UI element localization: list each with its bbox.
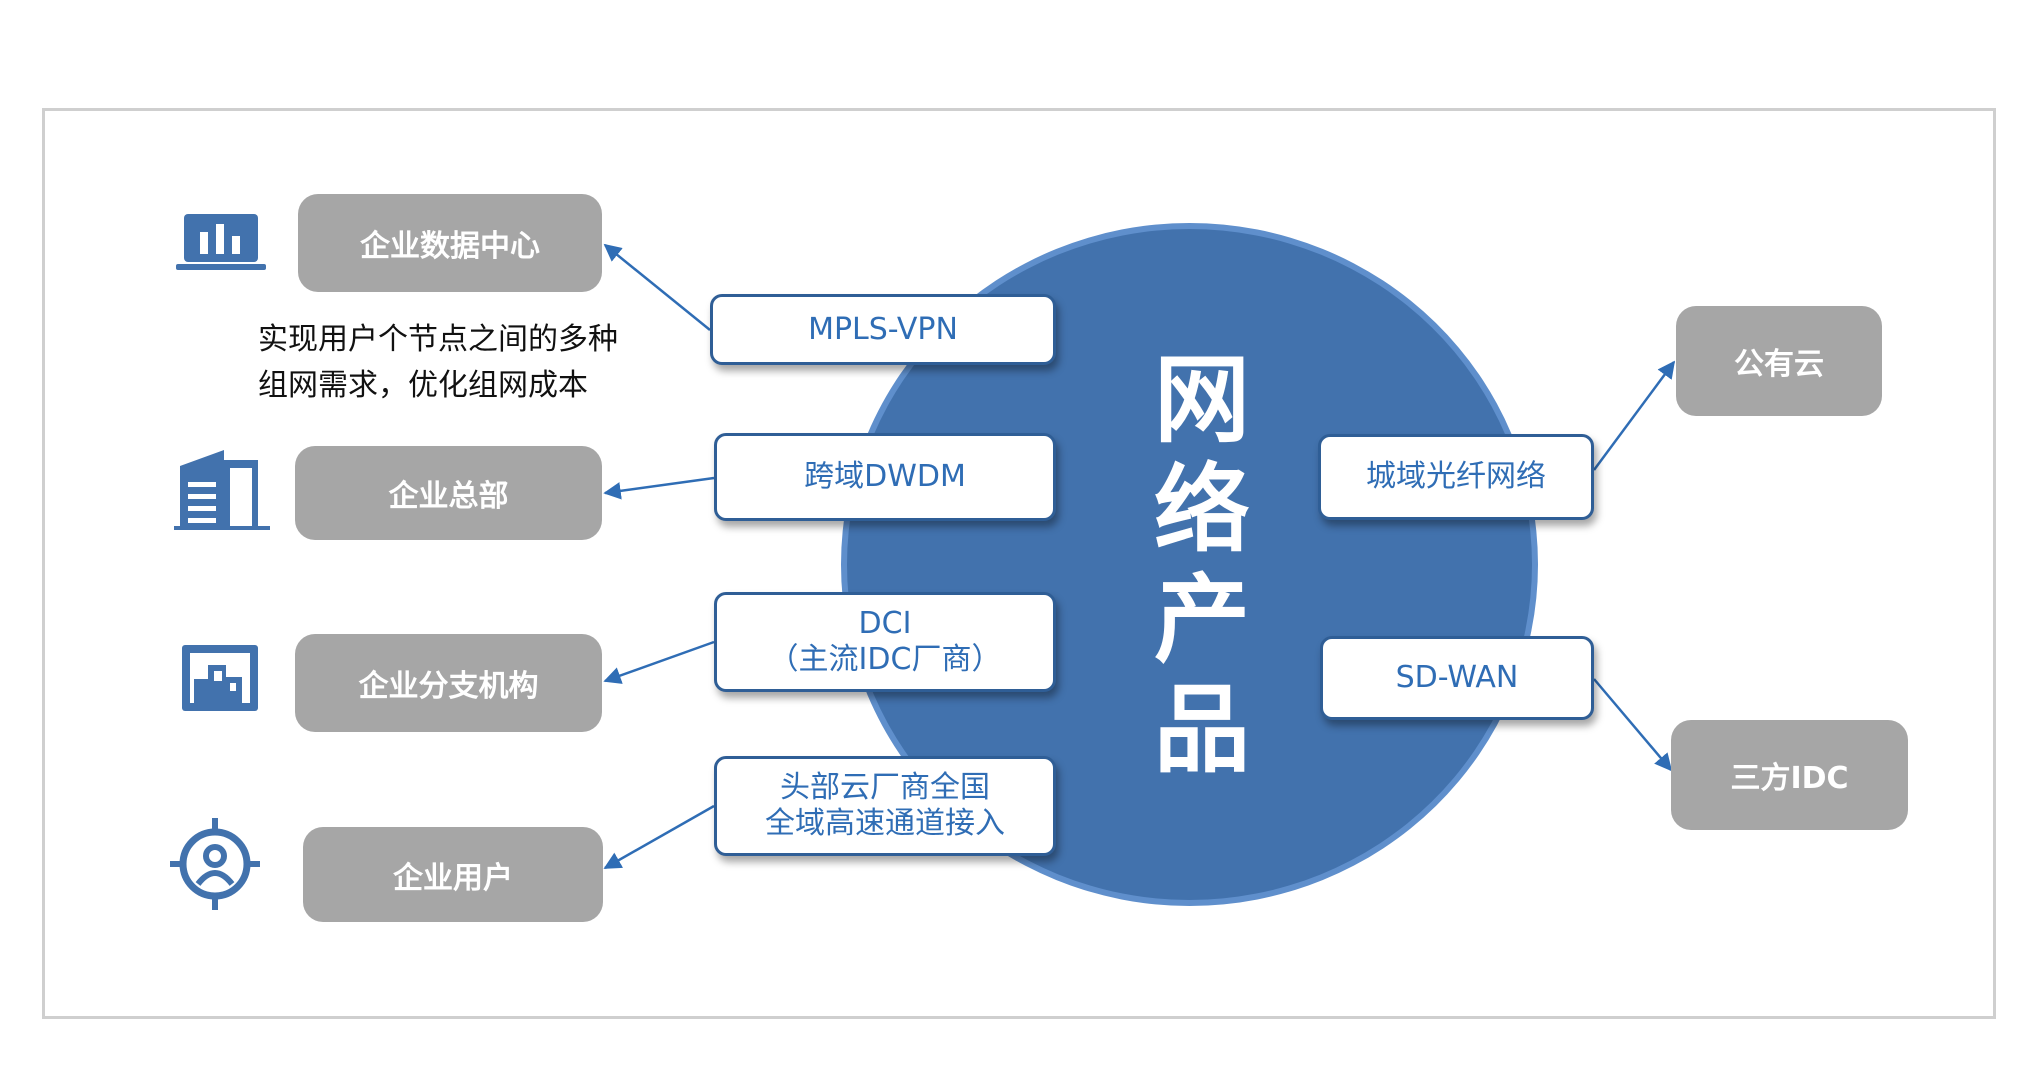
product-cloud-high-speed-access: 头部云厂商全国 全域高速通道接入 (714, 756, 1056, 856)
circle-title-char: 网 (1154, 344, 1250, 456)
user-target-icon (170, 818, 260, 910)
product-mpls-vpn: MPLS-VPN (710, 294, 1056, 365)
target-enterprise-branch: 企业分支机构 (295, 634, 602, 732)
target-enterprise-datacenter: 企业数据中心 (298, 194, 602, 292)
circle-title: 网 络 产 品 (1152, 345, 1252, 785)
target-label: 三方IDC (1730, 761, 1849, 796)
product-metro-fiber-network: 城域光纤网络 (1318, 434, 1594, 520)
product-label: 跨域DWDM (804, 459, 966, 494)
target-enterprise-hq: 企业总部 (295, 446, 602, 540)
product-label: SD-WAN (1395, 660, 1519, 695)
target-third-party-idc: 三方IDC (1671, 720, 1908, 830)
product-label: 城域光纤网络 (1366, 459, 1546, 494)
product-label: 全域高速通道接入 (765, 806, 1005, 841)
office-building-icon (174, 450, 270, 530)
circle-title-char: 产 (1154, 564, 1250, 676)
product-cross-domain-dwdm: 跨域DWDM (714, 433, 1056, 521)
description-line: 组网需求，优化组网成本 (258, 368, 588, 403)
circle-title-char: 品 (1154, 674, 1250, 786)
description-line: 实现用户个节点之间的多种 (258, 322, 618, 357)
target-label: 企业用户 (393, 860, 513, 896)
target-label: 企业总部 (388, 479, 509, 514)
branch-window-icon (182, 645, 258, 711)
target-public-cloud: 公有云 (1676, 306, 1882, 416)
product-label: DCI (858, 606, 912, 641)
description-text: 实现用户个节点之间的多种 组网需求，优化组网成本 (258, 317, 678, 409)
product-sd-wan: SD-WAN (1320, 636, 1594, 720)
circle-title-char: 络 (1154, 454, 1250, 566)
bar-chart-laptop-icon (176, 214, 266, 270)
diagram-frame (42, 108, 1996, 1019)
product-label: MPLS-VPN (808, 311, 958, 347)
target-enterprise-user: 企业用户 (303, 827, 603, 922)
product-label: 头部云厂商全国 (780, 770, 990, 805)
target-label: 公有云 (1734, 347, 1824, 382)
target-label: 企业分支机构 (358, 669, 539, 704)
target-label: 企业数据中心 (360, 229, 540, 264)
product-dci: DCI （主流IDC厂商） (714, 592, 1056, 692)
product-label: （主流IDC厂商） (768, 642, 1002, 677)
